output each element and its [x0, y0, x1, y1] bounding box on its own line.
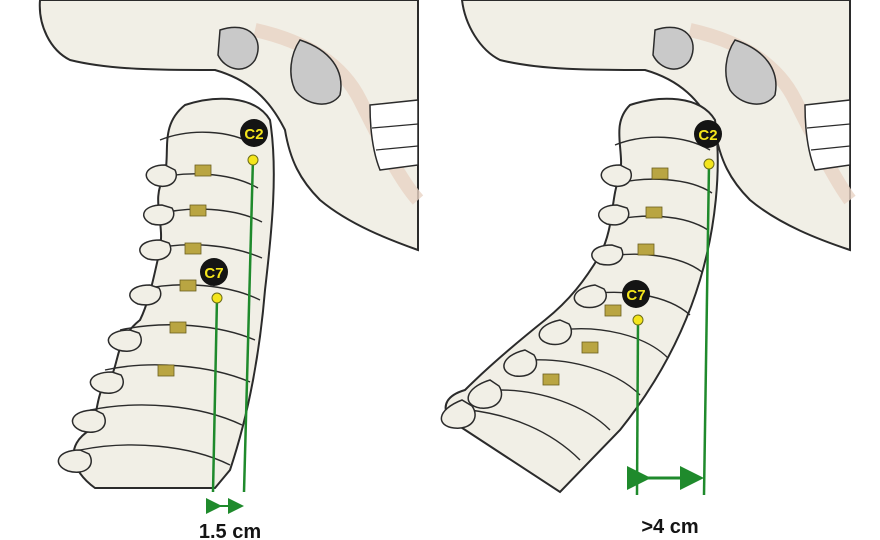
c7-marker-right: C7 [622, 280, 650, 308]
svg-text:C7: C7 [204, 265, 223, 282]
svg-text:C2: C2 [698, 127, 717, 144]
measurement-label-left: 1.5 cm [199, 521, 261, 540]
right-panel: C2 C7 >4 cm [440, 0, 856, 538]
c7-plumb-line-right [635, 319, 640, 496]
c2-marker-left: C2 [240, 119, 268, 147]
teeth-right [804, 99, 851, 171]
c2-marker-right: C2 [694, 120, 722, 148]
c2-plumb-line-right [702, 163, 711, 496]
left-panel: C2 C7 1.5 cm [38, 0, 424, 540]
c2-plumb-line-left [242, 157, 255, 493]
c7-plumb-line-left [211, 297, 219, 493]
svg-text:C7: C7 [626, 287, 645, 304]
measurement-label-right: >4 cm [641, 516, 698, 538]
teeth-left [369, 99, 419, 171]
svg-text:C2: C2 [244, 126, 263, 143]
c7-marker-left: C7 [200, 258, 228, 286]
